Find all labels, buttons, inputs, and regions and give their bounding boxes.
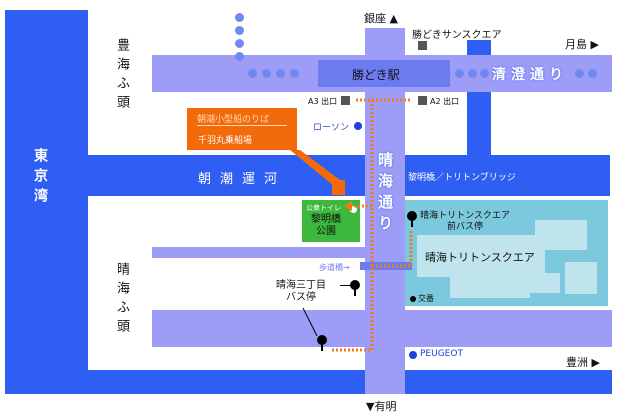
bus-stop-icon — [317, 335, 327, 345]
triton-label: 晴海トリトンスクエア — [425, 251, 535, 264]
exit-a3-marker — [341, 96, 350, 105]
exit-a3-label: A3 出口 — [308, 97, 338, 106]
direction-south: ▼有明 — [366, 400, 397, 413]
bus-stop-pole — [411, 220, 413, 227]
route-dot — [588, 69, 597, 78]
route-dot — [480, 69, 489, 78]
footbridge-label: 歩道橋→ — [319, 263, 350, 272]
bus-stop-pole — [354, 289, 356, 296]
direction-east: 月島 ▶ — [565, 38, 599, 51]
route-dot — [455, 69, 464, 78]
asashio-canal — [88, 155, 610, 196]
route-dot — [235, 39, 244, 48]
peugeot-marker — [409, 351, 417, 359]
route-dot — [262, 69, 271, 78]
route-dot — [290, 69, 299, 78]
direction-north: 銀座 ▲ — [364, 12, 398, 25]
bridge-label: 黎明橋／トリトンブリッジ — [408, 173, 516, 183]
park-label: 黎明橋公園 — [311, 214, 341, 237]
lawson-label: ローソン — [313, 123, 350, 133]
koban-label: 交番 — [418, 294, 434, 303]
route-dot — [468, 69, 477, 78]
canal-label: 朝潮運河 — [198, 172, 287, 187]
route-dot — [575, 69, 584, 78]
bus-stop-icon — [407, 211, 417, 221]
sun-square-marker — [418, 41, 427, 50]
route-dot — [276, 69, 285, 78]
pier-top-label: 豊海ふ頭 — [114, 38, 129, 114]
direction-southeast: 豊洲 ▶ — [566, 356, 600, 369]
exit-a2-marker — [418, 96, 427, 105]
bottom-water — [88, 370, 612, 394]
triton-stop-label: 晴海トリトンスクエア前バス停 — [420, 211, 510, 232]
triton-building — [535, 220, 587, 250]
bus-stop-icon — [350, 280, 360, 290]
harumi-street-label: 晴海通り — [376, 152, 394, 236]
callout-line1: 朝潮小型船のりば — [197, 112, 287, 126]
sun-square-label: 勝どきサンスクエア — [412, 30, 502, 41]
pier-bottom-label: 晴海ふ頭 — [114, 262, 129, 338]
leader-line — [340, 285, 350, 286]
tokyo-bay-label: 東京湾 — [32, 148, 48, 208]
route-dot — [235, 13, 244, 22]
toilet-marker — [350, 206, 357, 213]
harumi3-stop-label: 晴海三丁目バス停 — [276, 280, 326, 303]
bus-stop-pole — [321, 344, 323, 351]
kiyosumi-street-label: 清澄通り — [492, 67, 568, 83]
koban-marker — [410, 296, 416, 302]
route-dot — [235, 52, 244, 61]
lawson-marker — [354, 122, 362, 130]
triton-building — [505, 273, 560, 293]
pier-marker[interactable] — [332, 180, 345, 195]
station-box[interactable] — [318, 60, 450, 87]
callout-line2: 千羽丸乗船場 — [198, 136, 253, 146]
thin-road — [152, 247, 402, 258]
toilet-label: 公衆トイレ — [306, 204, 341, 212]
route-dot — [248, 69, 257, 78]
station-label: 勝どき駅 — [352, 68, 400, 82]
boarding-callout[interactable] — [187, 108, 297, 150]
exit-a2-label: A2 出口 — [430, 97, 460, 106]
triton-building — [565, 262, 597, 294]
peugeot-label: PEUGEOT — [420, 349, 463, 359]
tokyo-bay — [5, 10, 88, 394]
route-dot — [235, 26, 244, 35]
